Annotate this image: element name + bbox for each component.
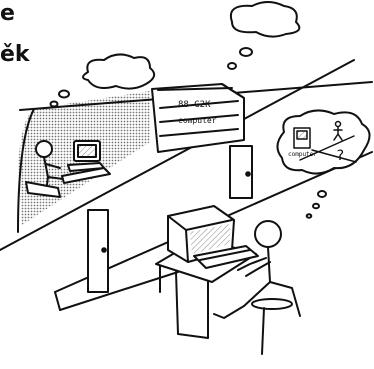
- machine-model-label: 88-G2K: [178, 100, 211, 110]
- door-lower: [88, 210, 108, 292]
- question-mark: ?: [336, 148, 344, 164]
- machine-brand-label: computer: [178, 116, 217, 125]
- thought-cloud-right: [277, 110, 369, 217]
- thought-screen-label: computer: [288, 151, 317, 158]
- door-upper: [230, 146, 252, 198]
- thought-cloud-top-right: [228, 2, 299, 69]
